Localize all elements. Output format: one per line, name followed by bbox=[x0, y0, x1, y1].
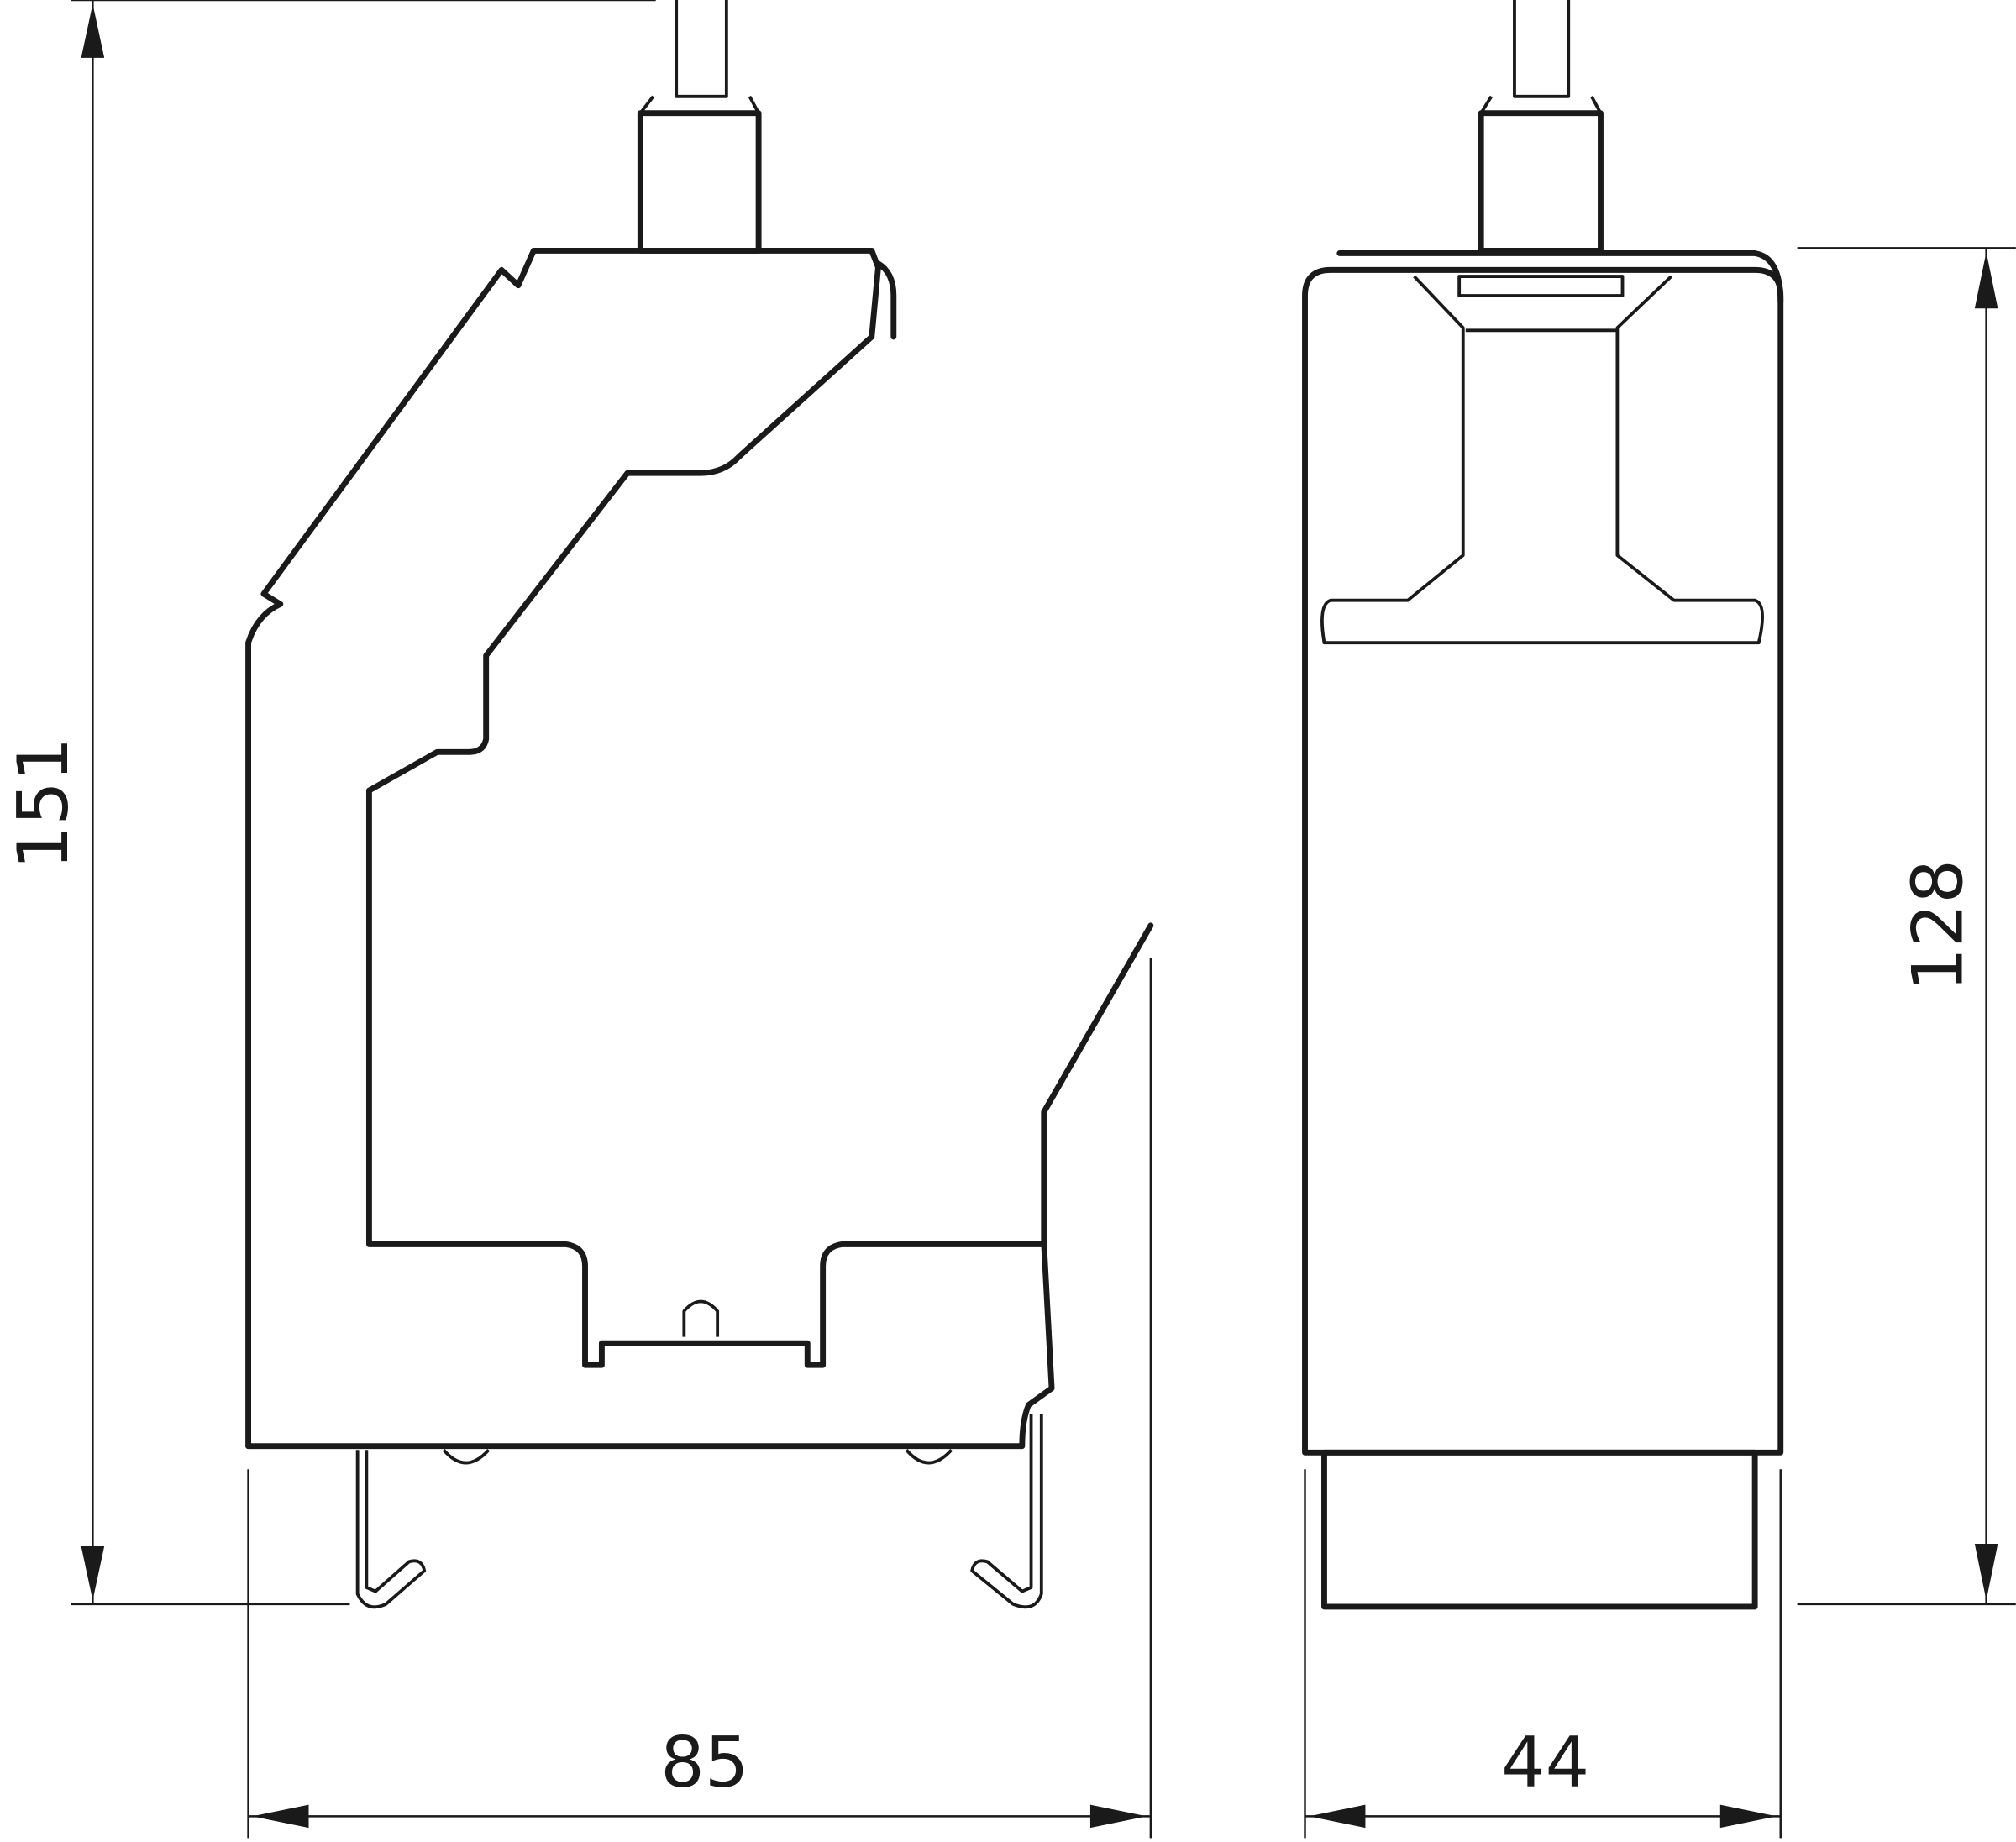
side-center-pin bbox=[682, 1299, 720, 1337]
front-inner-slot bbox=[1457, 275, 1625, 297]
dimension-128: 128 bbox=[1797, 247, 2016, 1606]
dimension-44: 44 bbox=[1304, 1469, 1782, 1839]
dimension-151: 151 bbox=[3, 0, 656, 1606]
side-top-clip bbox=[874, 260, 897, 340]
dimension-85: 85 bbox=[247, 958, 1152, 1839]
dimension-label-85: 85 bbox=[660, 1723, 748, 1803]
front-body-outline bbox=[1302, 266, 1784, 1456]
side-stem-pin bbox=[638, 0, 760, 114]
side-body-outline bbox=[245, 247, 1154, 1450]
side-stem-base bbox=[637, 110, 762, 254]
front-stem-base bbox=[1478, 110, 1604, 254]
front-base-block bbox=[1321, 1449, 1758, 1610]
arrow-left-icon bbox=[252, 1804, 309, 1829]
side-body-lower bbox=[245, 1109, 1055, 1450]
front-view bbox=[1302, 0, 1784, 1610]
front-inner-t-shape bbox=[1320, 275, 1765, 645]
dimension-label-151: 151 bbox=[3, 737, 84, 870]
arrow-down-icon bbox=[81, 1546, 105, 1601]
left-mounting-hook bbox=[355, 1450, 427, 1609]
arrow-up-icon bbox=[1974, 251, 1998, 309]
side-view bbox=[245, 0, 1154, 1609]
side-bottom-tabs bbox=[442, 1448, 953, 1465]
arrow-right-icon bbox=[1719, 1804, 1777, 1829]
arrow-up-icon bbox=[81, 3, 105, 58]
dimension-label-44: 44 bbox=[1501, 1723, 1589, 1803]
arrow-down-icon bbox=[1974, 1543, 1998, 1601]
arrow-left-icon bbox=[1309, 1804, 1366, 1829]
dimension-label-128: 128 bbox=[1898, 859, 1979, 992]
front-stem-pin bbox=[1479, 0, 1603, 114]
right-mounting-hook bbox=[970, 1414, 1043, 1609]
front-top-plate bbox=[1336, 250, 1784, 306]
arrow-right-icon bbox=[1089, 1804, 1147, 1829]
